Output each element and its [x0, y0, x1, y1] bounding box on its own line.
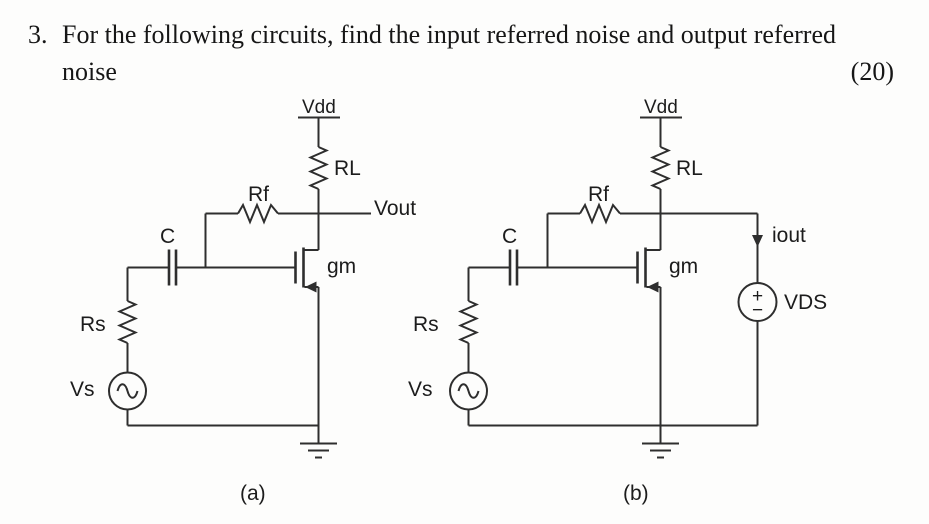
resistor-rs — [458, 300, 479, 344]
resistor-rf — [237, 202, 279, 225]
vds-label: VDS — [784, 291, 827, 314]
rs-label: Rs — [80, 313, 106, 336]
rf-label: Rf — [588, 183, 609, 206]
circuit-a-caption: (a) — [240, 482, 266, 505]
rf-label: Rf — [248, 183, 269, 206]
vs-sine-icon — [457, 383, 480, 399]
circuit-a: Vdd RL Rf Vout C gm Rs Vs (a) — [70, 97, 416, 505]
problem-text-line1: For the following circuits, find the inp… — [62, 20, 836, 49]
gm-label: gm — [327, 255, 356, 278]
resistor-rl — [308, 146, 329, 190]
circuit-b-caption: (b) — [623, 482, 649, 505]
mosfet-source-arrow — [305, 281, 317, 293]
problem-text-line2: noise — [62, 57, 117, 86]
resistor-rl — [650, 146, 671, 190]
vdd-label: Vdd — [302, 97, 336, 118]
vds-minus-sign: − — [752, 300, 763, 321]
vs-label: Vs — [408, 378, 433, 401]
vds-plus-sign: + — [752, 286, 763, 307]
vs-sine-icon — [116, 383, 139, 399]
rl-label: RL — [676, 157, 703, 180]
vs-label: Vs — [70, 378, 95, 401]
resistor-rf — [579, 202, 621, 225]
circuit-b: + − Vdd RL Rf iout C gm Rs Vs VDS (b) — [408, 97, 827, 505]
iout-label: iout — [772, 224, 806, 247]
problem-number: 3. — [28, 20, 48, 49]
cap-label: C — [502, 225, 517, 248]
rs-label: Rs — [413, 313, 439, 336]
mosfet-source-arrow — [647, 281, 659, 293]
iout-arrow — [752, 235, 763, 247]
cap-label: C — [160, 225, 175, 248]
problem-marks: (20) — [850, 57, 894, 86]
vout-label: Vout — [374, 197, 416, 220]
rl-label: RL — [334, 157, 361, 180]
gm-label: gm — [669, 255, 698, 278]
vdd-label: Vdd — [644, 97, 678, 118]
resistor-rs — [117, 300, 138, 344]
